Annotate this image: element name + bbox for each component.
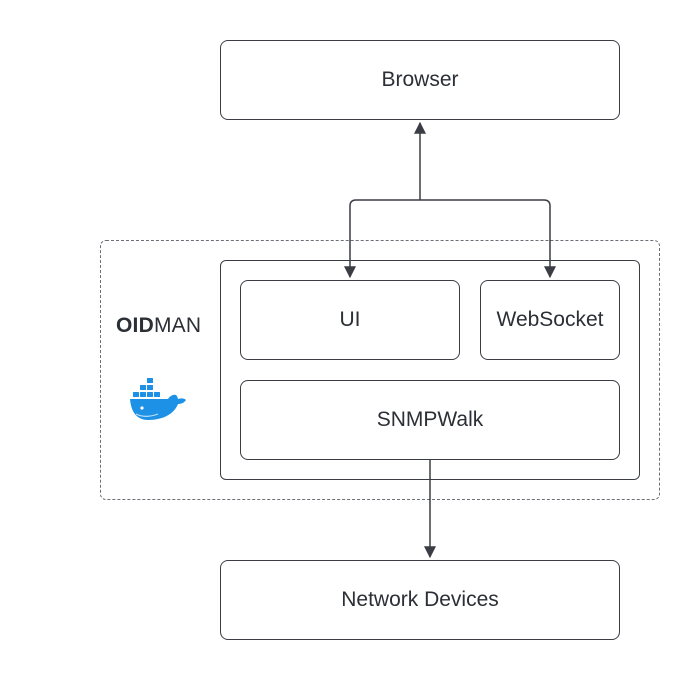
browser-node: Browser (220, 40, 620, 120)
oidman-label-rest: MAN (153, 314, 202, 337)
docker-whale-icon (128, 376, 188, 422)
oidman-label: OIDMAN (116, 314, 201, 338)
snmpwalk-node: SNMPWalk (240, 380, 620, 460)
ui-node: UI (240, 280, 460, 360)
websocket-node: WebSocket (480, 280, 620, 360)
network-devices-node: Network Devices (220, 560, 620, 640)
oidman-label-bold: OID (116, 314, 154, 337)
